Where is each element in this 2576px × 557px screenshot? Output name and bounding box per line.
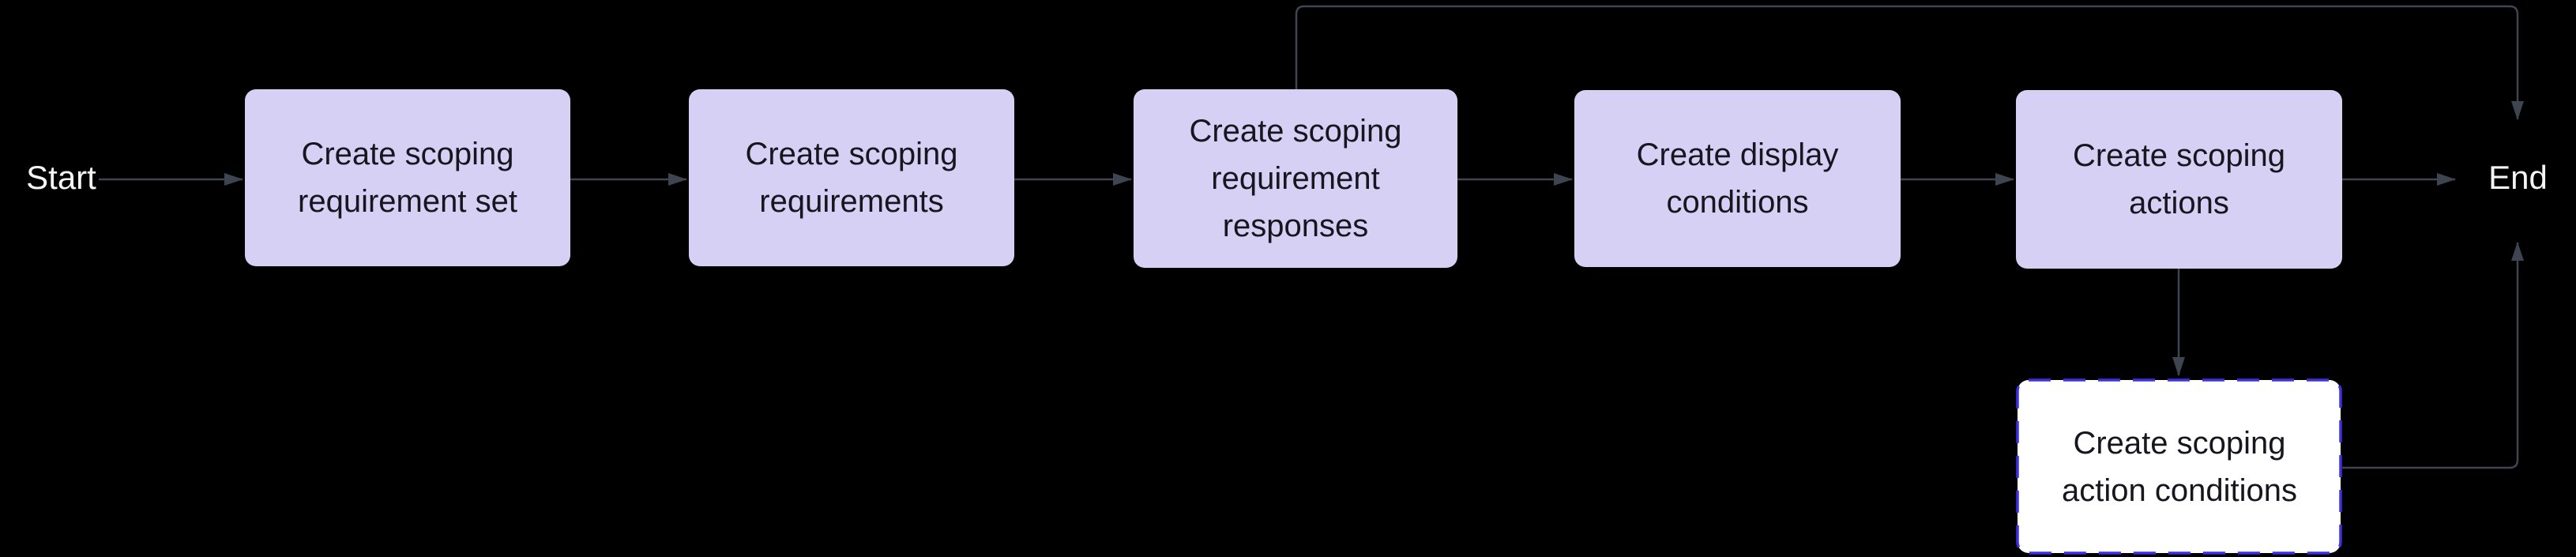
dashed-node-outline	[2016, 378, 2342, 555]
node-create-scoping-requirement-set[interactable]: Create scoping requirement set	[245, 89, 570, 266]
node-label: Create scoping requirement set	[298, 137, 517, 219]
node-label: Create scoping actions	[2072, 138, 2286, 220]
node-create-scoping-actions[interactable]: Create scoping actions	[2016, 90, 2342, 269]
node-create-scoping-requirements[interactable]: Create scoping requirements	[689, 89, 1014, 266]
node-create-scoping-requirement-responses[interactable]: Create scoping requirement responses	[1134, 89, 1457, 268]
node-label: Create scoping action conditions	[2062, 425, 2297, 508]
node-create-display-conditions[interactable]: Create display conditions	[1574, 90, 1901, 267]
edge-action-conditions-to-end	[2342, 242, 2524, 469]
start-label: Start	[26, 159, 96, 196]
node-label: Create display conditions	[1636, 137, 1839, 220]
node-label: Create scoping requirements	[745, 137, 958, 219]
node-label: Create scoping requirement responses	[1189, 114, 1402, 243]
end-label: End	[2488, 159, 2548, 196]
edge-responses-to-end-top	[1295, 5, 2524, 120]
node-create-scoping-action-conditions[interactable]: Create scoping action conditions	[2017, 379, 2342, 554]
